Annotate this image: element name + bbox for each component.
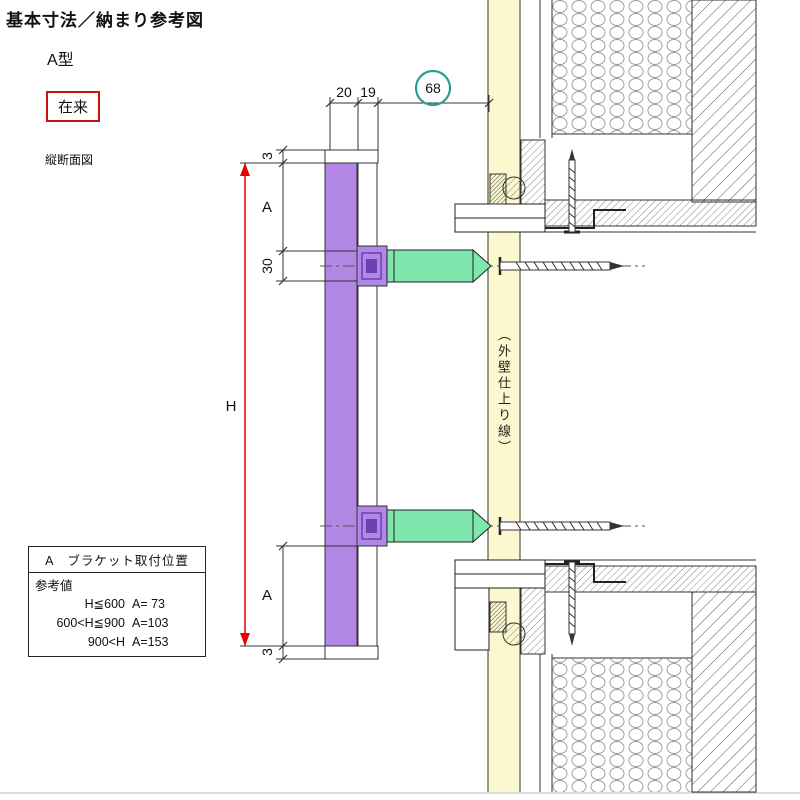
head-screw-threads <box>568 167 576 228</box>
type-label: A型 <box>47 52 74 69</box>
dim-3-bottom-label: 3 <box>259 648 275 656</box>
window-sill-frame <box>454 559 626 651</box>
backer-rod-bottom <box>502 622 526 646</box>
a-top-extensions <box>276 149 357 282</box>
bracket-base-core-lower <box>366 519 377 533</box>
bracket-base-inner-lower <box>361 512 382 540</box>
dim-68-highlight-circle <box>414 69 452 107</box>
table-row-condition: 600<H≦900 <box>56 616 125 630</box>
window-head-frame <box>454 149 626 234</box>
bracket-arm-tip-upper <box>472 248 492 284</box>
dim-19-label: 19 <box>360 84 376 100</box>
bracket-lower <box>320 505 645 547</box>
dim-a-top-label: A <box>262 199 272 216</box>
sealing-backer-bottom <box>489 601 507 633</box>
wall-finish-strip-edges <box>487 0 521 792</box>
insulation-batt-bottom <box>552 658 692 792</box>
table-row-value: A=153 <box>132 635 169 649</box>
wall-finish-line-label: （外壁仕上り線） <box>496 328 511 456</box>
dim-3-top-label: 3 <box>259 152 275 160</box>
dimension-annotations: 20 19 68 H 3 A 30 A 3 <box>226 69 494 664</box>
dim-68-label: 68 <box>425 80 441 96</box>
dim-20-label: 20 <box>336 84 352 100</box>
wood-stud-bottom <box>691 591 757 793</box>
panel-body <box>324 162 358 647</box>
top-dim-extension-lines <box>329 95 490 163</box>
head-board <box>544 199 757 227</box>
anchor-screw-tip-lower <box>610 522 624 530</box>
sheathing-lines-top <box>539 0 553 138</box>
table-row-condition: 900<H <box>87 635 125 649</box>
view-label: 縦断面図 <box>45 153 94 167</box>
sill-screw-tip <box>569 634 575 646</box>
bracket-base-inner-upper <box>361 252 382 280</box>
bracket-arm-lower <box>386 509 474 543</box>
wood-stud-top <box>691 0 757 203</box>
dim-a-bottom-label: A <box>262 587 272 604</box>
table-row-condition: H≦600 <box>84 597 125 611</box>
wall-finish-strip <box>487 0 521 792</box>
table-row: 900<H A=153 <box>29 633 205 652</box>
panel-rail-lines <box>357 150 378 659</box>
table-row: H≦600 A= 73 <box>29 595 205 614</box>
dim-h-label: H <box>226 398 237 415</box>
sill-board <box>544 565 757 593</box>
construction-method-badge: 在来 <box>46 91 101 122</box>
panel-cap-bottom <box>324 645 379 660</box>
bracket-position-table: A ブラケット取付位置 参考値 H≦600 A= 73 600<H≦900 A=… <box>28 546 206 657</box>
h-arrow-top <box>240 163 250 176</box>
wall-finish-strip-fill <box>488 0 520 792</box>
wall-structure-top <box>455 0 757 233</box>
bracket-upper <box>320 245 645 287</box>
head-screw-tip <box>569 149 575 160</box>
insulation-boundary-bottom <box>552 592 693 792</box>
table-row: 600<H≦900 A=103 <box>29 614 205 633</box>
sill-screw-threads <box>568 567 576 628</box>
insulation-batt-top <box>552 0 692 134</box>
table-note: 参考値 <box>35 579 73 593</box>
table-row-value: A= 73 <box>132 597 166 611</box>
anchor-screw-threads-upper <box>515 261 603 271</box>
backer-rod-top <box>502 176 526 200</box>
top-dim-ticks <box>325 98 494 108</box>
bracket-arm-upper <box>386 249 474 283</box>
anchor-screw-threads-lower <box>515 521 603 531</box>
dim-30-label: 30 <box>259 258 275 274</box>
page-title: 基本寸法／納まり参考図 <box>6 11 204 30</box>
h-arrow-bottom <box>240 633 250 646</box>
bracket-base-core-upper <box>366 259 377 273</box>
bracket-arm-tip-lower <box>472 508 492 544</box>
panel-assembly <box>324 149 379 660</box>
panel-cap-top <box>324 149 379 164</box>
table-row-value: A=103 <box>132 616 169 630</box>
sill-frame-leg <box>454 587 490 651</box>
sheathing-lines-bottom <box>539 654 553 792</box>
table-title: A ブラケット取付位置 <box>29 547 205 573</box>
a-bottom-extensions <box>276 545 357 660</box>
anchor-screw-tip-upper <box>610 262 624 270</box>
